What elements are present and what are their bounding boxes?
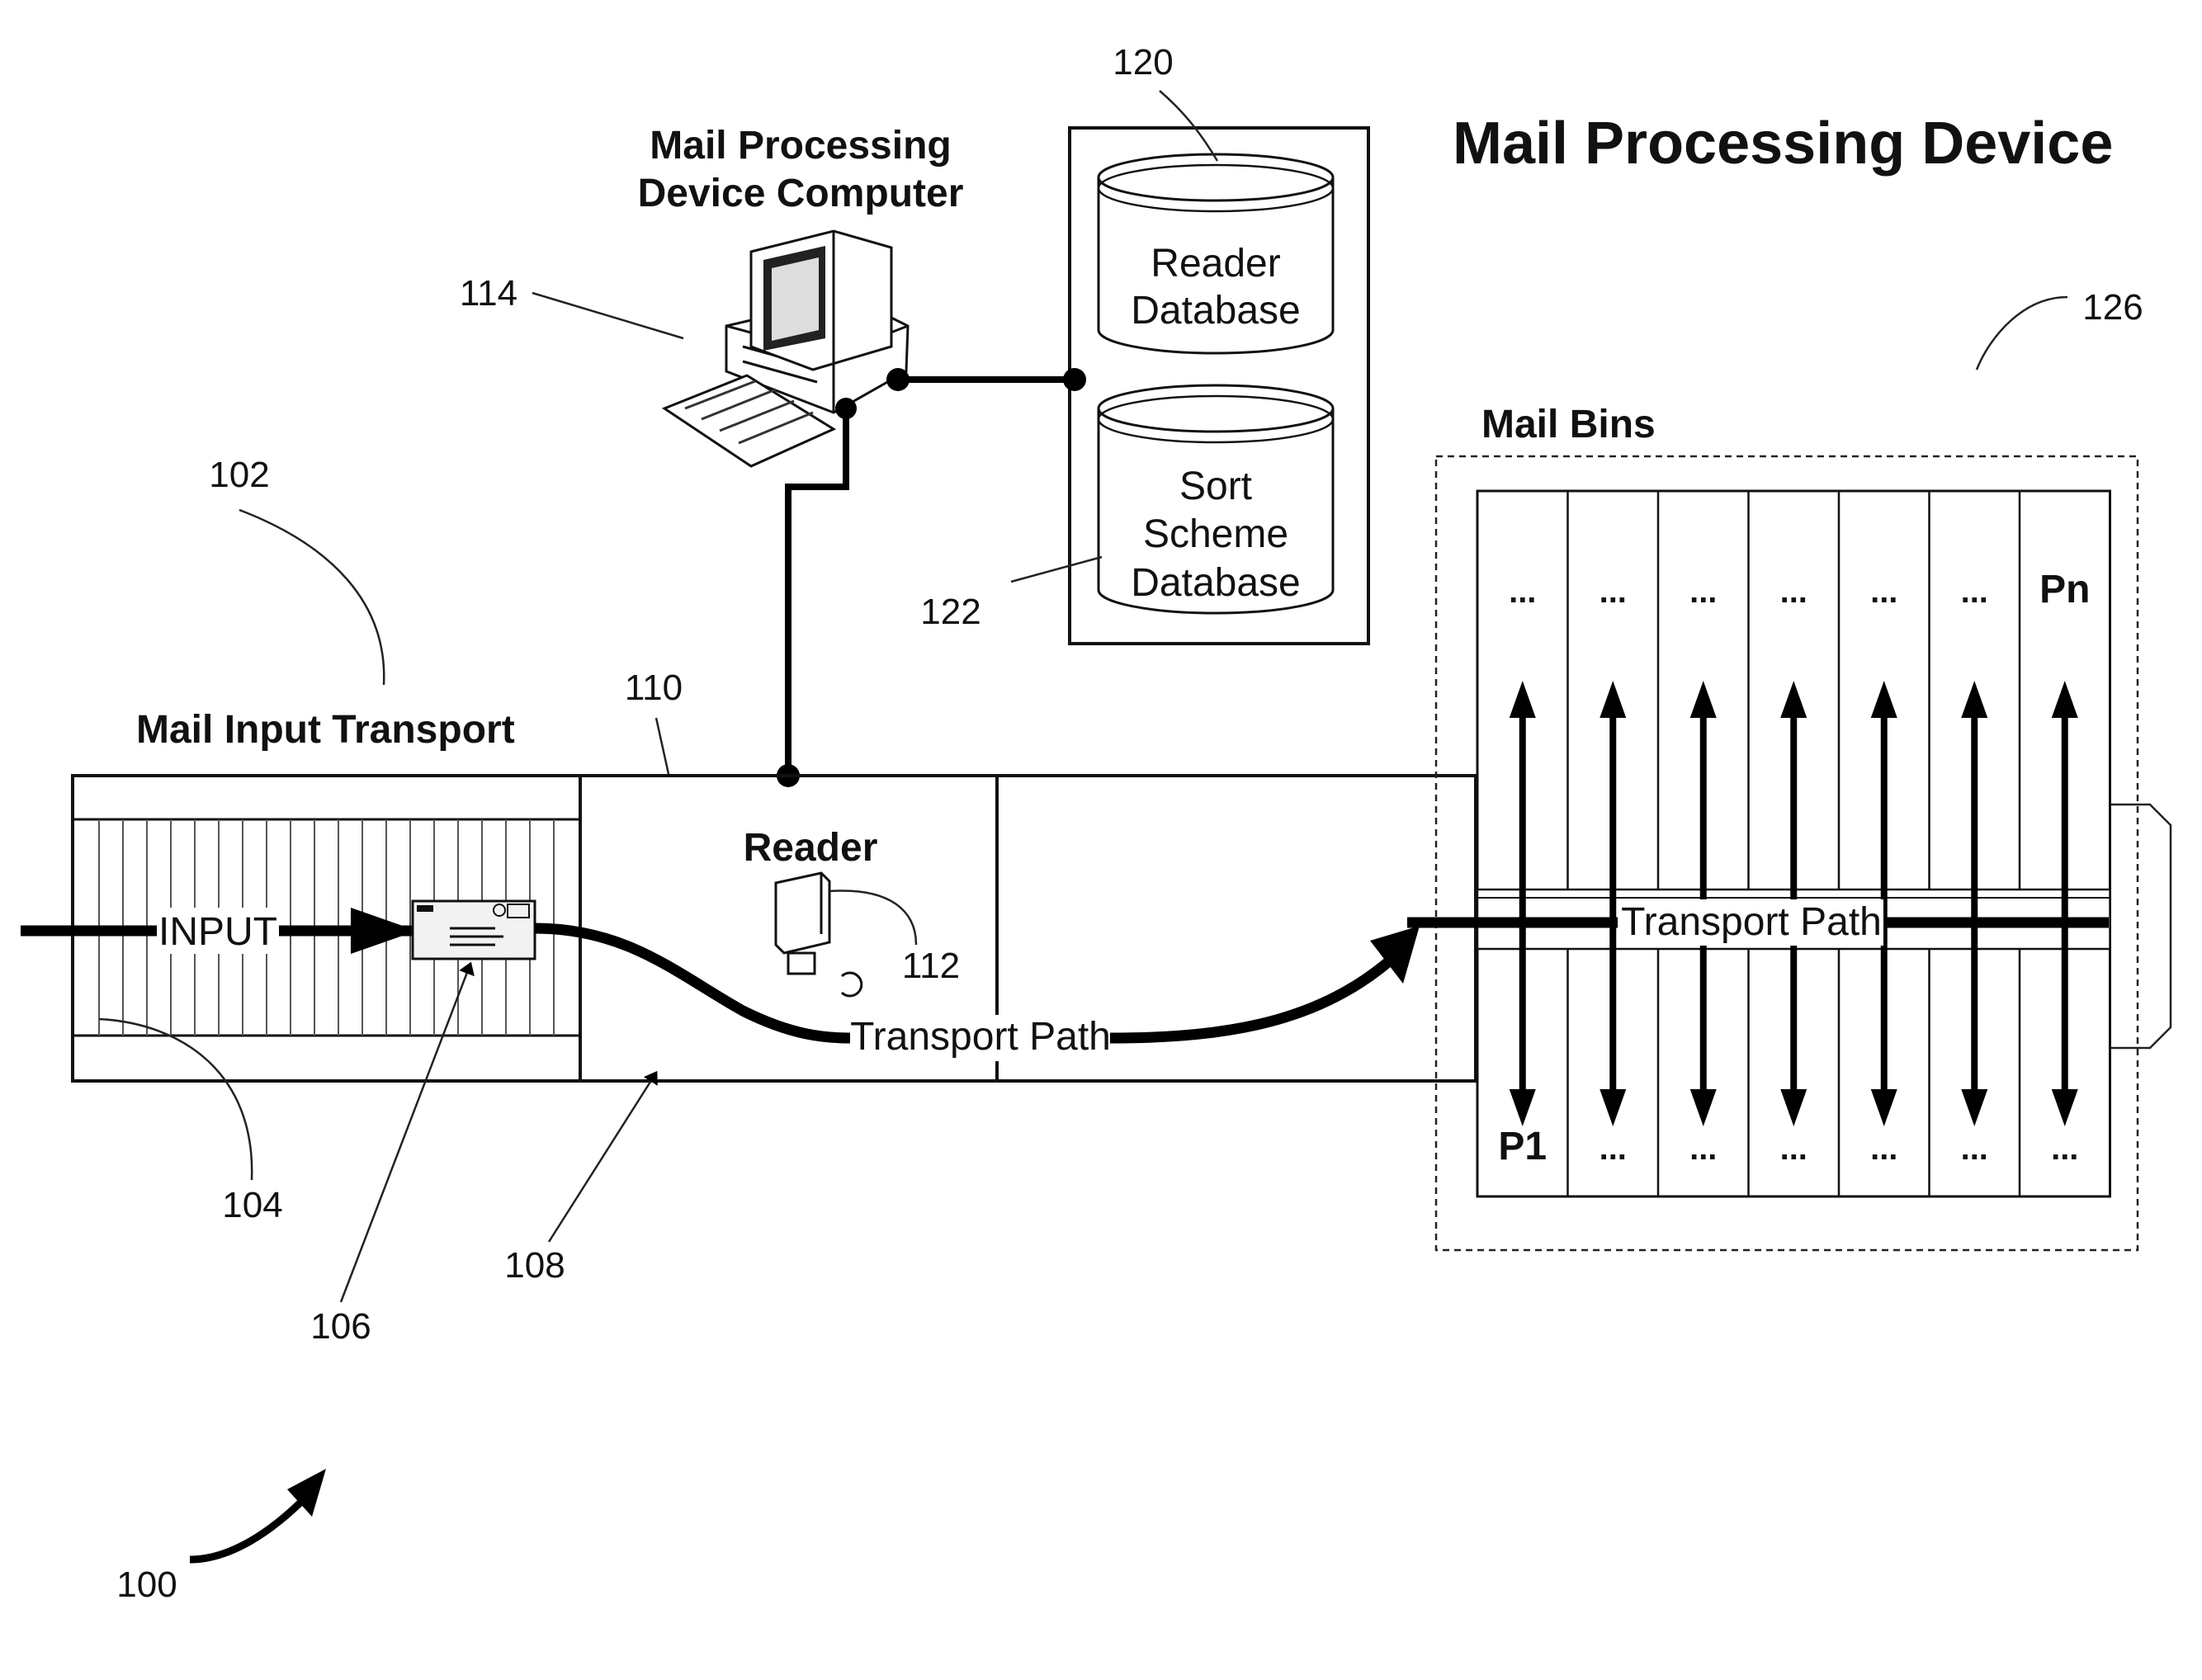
leader-110 — [656, 718, 669, 774]
bin-ellipsis-top: ... — [1689, 573, 1717, 610]
bin-ellipsis-bottom: ... — [2051, 1130, 2078, 1167]
leader-112 — [829, 890, 916, 945]
mail-bins-grid: ... P1.............................. Pn... — [1477, 491, 2110, 1196]
figure-ref-arrow — [190, 1498, 305, 1560]
leader-114 — [532, 293, 683, 338]
mail-bins-label: Mail Bins — [1481, 403, 1656, 446]
ref-106: 106 — [310, 1306, 371, 1347]
sort-scheme-database-label-line3: Database — [1131, 561, 1300, 605]
reader-label: Reader — [744, 826, 878, 870]
bin-ellipsis-top: ... — [1509, 573, 1536, 610]
computer-icon — [664, 231, 908, 466]
ref-100: 100 — [116, 1564, 177, 1605]
bin-ellipsis-top: ... — [1961, 573, 1988, 610]
input-label: INPUT — [158, 910, 277, 954]
ref-104: 104 — [222, 1185, 282, 1225]
reader-database-label-line2: Database — [1131, 289, 1300, 333]
ref-120: 120 — [1113, 42, 1173, 83]
reader-database-label-line1: Reader — [1151, 242, 1280, 286]
bin-ellipsis-top: ... — [1780, 573, 1807, 610]
mail-input-transport-label: Mail Input Transport — [136, 708, 515, 752]
sort-scheme-database-label-line2: Scheme — [1143, 512, 1288, 556]
bin-ellipsis-bottom: ... — [1600, 1130, 1627, 1167]
transport-path-label-2: Transport Path — [1621, 900, 1882, 944]
input-arrowhead — [351, 908, 417, 954]
transport-path-curve-2 — [1110, 949, 1403, 1038]
ref-112: 112 — [902, 946, 960, 986]
transport-path-label-1: Transport Path — [850, 1015, 1111, 1059]
ref-108: 108 — [504, 1245, 565, 1286]
ref-126: 126 — [2082, 287, 2143, 328]
bin-ellipsis-bottom: ... — [1961, 1130, 1988, 1167]
computer-label-line2: Device Computer — [638, 172, 964, 215]
figure-title: Mail Processing Device — [1453, 111, 2113, 177]
bin-label-p1: P1 — [1498, 1125, 1547, 1168]
leader-122 — [1011, 557, 1102, 582]
leader-120 — [1160, 91, 1217, 161]
bin-ellipsis-bottom: ... — [1780, 1130, 1807, 1167]
leader-106 — [341, 964, 470, 1302]
computer-label-line1: Mail Processing — [650, 124, 951, 168]
ref-114: 114 — [460, 273, 517, 314]
bin-ellipsis-bottom: ... — [1870, 1130, 1897, 1167]
mail-piece-envelope-icon — [413, 901, 535, 959]
ref-102: 102 — [209, 455, 269, 495]
sort-scheme-database-label-line1: Sort — [1179, 465, 1252, 508]
leader-126 — [1977, 297, 2067, 370]
ref-122: 122 — [920, 592, 981, 632]
leader-102 — [239, 510, 384, 685]
bin-label-pn: Pn — [2039, 568, 2090, 611]
leader-104 — [99, 1019, 252, 1180]
ref-110: 110 — [625, 668, 683, 708]
bin-ellipsis-top: ... — [1600, 573, 1627, 610]
bin-ellipsis-bottom: ... — [1689, 1130, 1717, 1167]
leader-108 — [549, 1073, 656, 1242]
bin-ellipsis-top: ... — [1870, 573, 1897, 610]
